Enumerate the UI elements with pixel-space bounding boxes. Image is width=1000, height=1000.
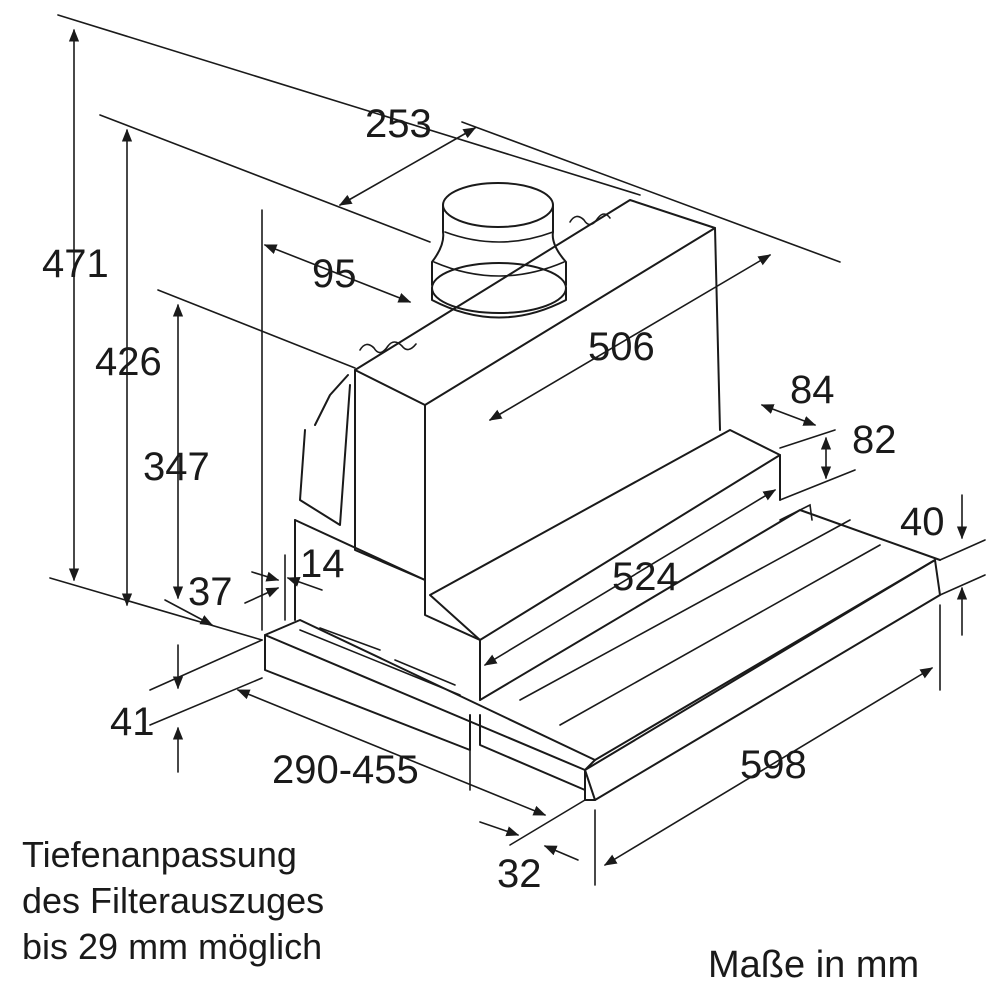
dim-32: 32 <box>497 852 542 896</box>
depth-adjustment-note: Tiefenanpassung des Filterauszuges bis 2… <box>22 832 324 970</box>
dim-253: 253 <box>365 102 432 146</box>
dim-598: 598 <box>740 743 807 787</box>
note-line-2: des Filterauszuges <box>22 880 325 921</box>
dim-14: 14 <box>300 542 345 586</box>
drawer-inner-line-2 <box>559 544 881 726</box>
mid-trim <box>479 714 586 791</box>
dim-471: 471 <box>42 242 109 286</box>
dim-41: 41 <box>110 700 155 744</box>
chimney-front-left-edge <box>424 404 481 641</box>
dimension-labels: 471 426 347 253 95 506 84 82 40 14 37 52… <box>42 102 945 896</box>
note-line-3: bis 29 mm möglich <box>22 926 323 967</box>
side-plate <box>299 384 351 526</box>
dim-37: 37 <box>188 570 233 614</box>
drawer-back-edge <box>479 509 941 701</box>
dim-40: 40 <box>900 500 945 544</box>
chimney-top-face <box>354 199 716 406</box>
body-left-top-edge <box>294 519 426 581</box>
dim-290-455: 290-455 <box>272 748 419 792</box>
dim-84: 84 <box>790 368 835 412</box>
slide-bracket <box>779 503 813 521</box>
side-bracket <box>314 374 349 426</box>
chimney-left-edge <box>354 369 426 581</box>
dim-95: 95 <box>312 252 357 296</box>
dim-524: 524 <box>612 555 679 599</box>
spring-left <box>359 341 417 354</box>
chimney-right-edge <box>714 227 721 431</box>
grille-line <box>299 629 461 696</box>
spring-right <box>569 213 611 226</box>
drawer-inner-line <box>519 519 851 701</box>
dim-506: 506 <box>588 325 655 369</box>
units-label: Maße in mm <box>708 944 920 986</box>
chassis-top <box>429 429 781 641</box>
grille-slots <box>319 627 456 686</box>
hood-body <box>264 182 941 801</box>
duct-collar <box>431 182 567 319</box>
note-line-1: Tiefenanpassung <box>22 834 297 875</box>
dimension-lines <box>49 14 986 886</box>
dim-82: 82 <box>852 418 897 462</box>
dim-426: 426 <box>95 340 162 384</box>
dim-347: 347 <box>143 445 210 489</box>
